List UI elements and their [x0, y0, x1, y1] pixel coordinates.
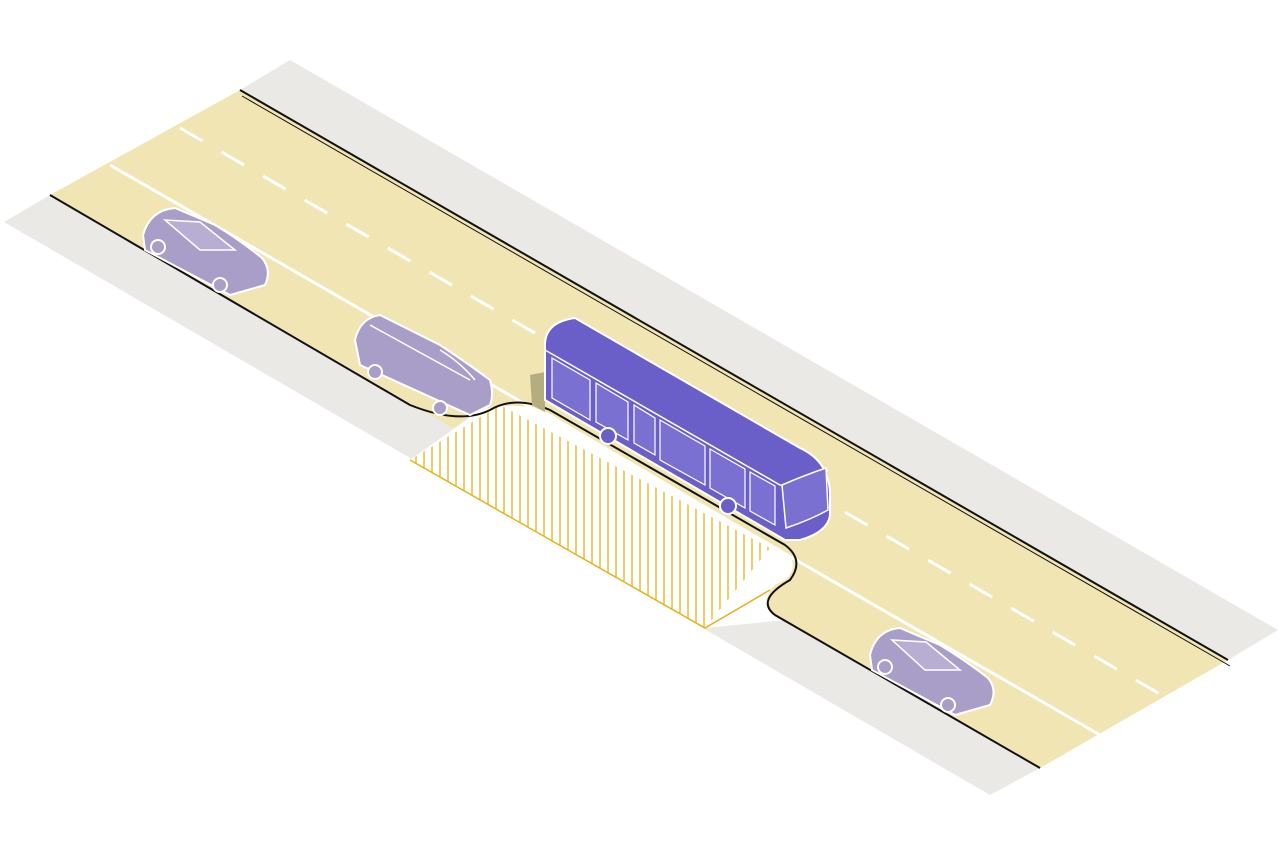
- far-sidewalk: [240, 60, 1278, 660]
- bus-icon: [544, 316, 831, 541]
- bus-shadow: [530, 372, 545, 412]
- car-icon-2: [868, 626, 995, 717]
- van-icon: [353, 313, 493, 417]
- bus-bulb-hatch-outline: [409, 459, 771, 629]
- near-curb-line: [49, 194, 1041, 769]
- far-curb-line: [239, 89, 1229, 661]
- car-icon: [141, 206, 269, 297]
- curb-extension: [410, 405, 793, 628]
- far-curb-line-inner: [241, 95, 1231, 667]
